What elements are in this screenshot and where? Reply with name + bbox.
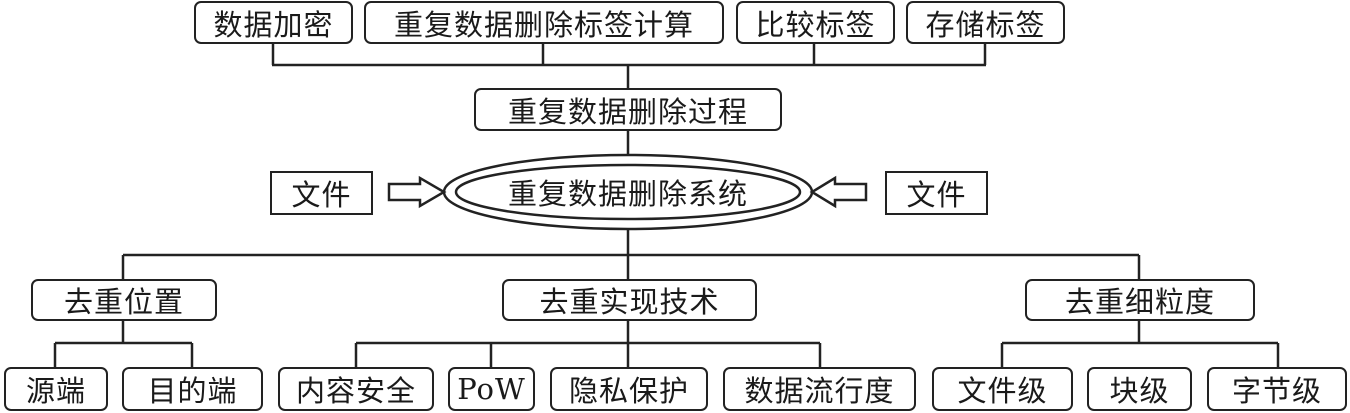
file-input-right: 文件 [885, 171, 988, 215]
leaf-source: 源端 [4, 367, 108, 411]
system-ellipse-inner [454, 163, 802, 221]
leaf-byte-level: 字节级 [1207, 367, 1347, 411]
leaf-file-level: 文件级 [932, 367, 1073, 411]
dedup-system: 重复数据删除系统 [507, 177, 748, 211]
arrow-right-icon [387, 175, 447, 209]
category-granularity: 去重细粒度 [1025, 279, 1255, 321]
step-tag-computation: 重复数据删除标签计算 [364, 1, 724, 44]
file-input-left: 文件 [270, 171, 373, 215]
step-data-encryption: 数据加密 [194, 1, 353, 44]
leaf-block-level: 块级 [1087, 367, 1192, 411]
leaf-destination: 目的端 [122, 367, 263, 411]
step-store-tags: 存储标签 [906, 1, 1065, 44]
leaf-privacy: 隐私保护 [550, 367, 708, 411]
leaf-pow: PoW [448, 367, 535, 411]
category-technique: 去重实现技术 [502, 279, 757, 321]
leaf-content-security: 内容安全 [278, 367, 434, 411]
step-compare-tags: 比较标签 [736, 1, 895, 44]
arrow-left-icon [809, 175, 868, 209]
leaf-data-popularity: 数据流行度 [723, 367, 916, 411]
dedup-process: 重复数据删除过程 [474, 88, 782, 131]
category-location: 去重位置 [31, 279, 217, 321]
